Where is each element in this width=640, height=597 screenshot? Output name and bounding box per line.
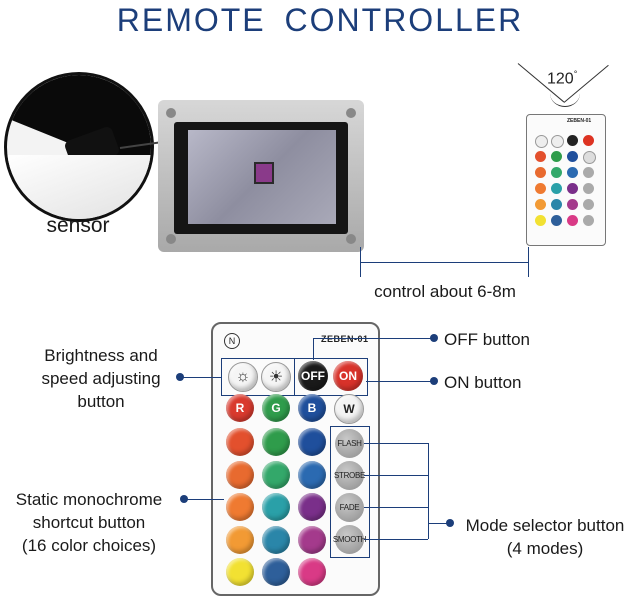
color-button-r3-c1[interactable] [226, 493, 254, 521]
off-callout-line [313, 338, 433, 339]
mode-callout-line [428, 523, 450, 524]
on-callout-dot [430, 377, 438, 385]
angle-arc [550, 80, 580, 107]
brightness-callout-label: Brightness and speed adjusting button [41, 346, 161, 411]
static-callout-line [184, 499, 224, 500]
remote-brand: ZEBEN-01 [321, 334, 369, 344]
off-callout-vertical [313, 338, 314, 360]
flood-light [158, 100, 364, 252]
mode-group [330, 426, 370, 558]
green-button[interactable]: G [262, 394, 290, 422]
color-button-r2-c1[interactable] [226, 460, 254, 489]
distance-line-right [528, 247, 529, 277]
angle-value: 120 [547, 70, 574, 88]
flash-button[interactable]: FLASH [335, 429, 364, 458]
mode-callout-label: Mode selector button (4 modes) [465, 516, 625, 558]
color-button-r4-c1[interactable] [226, 525, 254, 554]
small-remote: ZEBEN-01 [526, 114, 606, 246]
sensor-label: sensor [46, 214, 110, 237]
sun-icon: ☼ [235, 368, 251, 385]
mode-callout-dot [446, 519, 454, 527]
brightness-callout-line [180, 377, 221, 378]
distance-label: control about 6-8m [374, 282, 516, 301]
power-group [294, 358, 368, 396]
color-button-r4-c2[interactable] [262, 525, 290, 554]
page-title: REMOTE CONTROLLER [116, 2, 524, 38]
sun-icon: ☀ [268, 369, 284, 386]
brightness-down-button[interactable]: ☀ [261, 362, 291, 392]
angle-unit: ° [573, 69, 578, 79]
smooth-button[interactable]: SMOOTH [333, 525, 366, 554]
red-button[interactable]: R [226, 394, 254, 422]
color-button-r5-c2[interactable] [262, 558, 290, 586]
off-callout-dot [430, 334, 438, 342]
angle-label: 120° [547, 69, 577, 88]
blue-button[interactable]: B [298, 394, 326, 422]
mode-callout-h3 [364, 507, 428, 508]
fade-button[interactable]: FADE [335, 493, 364, 522]
on-button[interactable]: ON [333, 361, 363, 391]
strobe-button[interactable]: STROBE [334, 461, 365, 490]
color-button-r3-c3[interactable] [298, 493, 326, 521]
on-callout-line [366, 381, 434, 382]
small-remote-brand: ZEBEN-01 [567, 118, 592, 124]
mode-callout-h4 [364, 539, 428, 540]
color-button-r1-c3[interactable] [298, 428, 326, 456]
remote-logo-icon: N [224, 333, 240, 349]
color-button-r1-c1[interactable] [226, 428, 254, 456]
color-button-r5-c1[interactable] [226, 558, 254, 586]
color-button-r2-c2[interactable] [262, 460, 290, 489]
mode-callout-h1 [364, 443, 428, 444]
mode-callout-h2 [364, 475, 428, 476]
off-callout-label: OFF button [444, 330, 530, 349]
static-callout-label: Static monochrome shortcut button (16 co… [15, 490, 163, 555]
color-button-r1-c2[interactable] [262, 428, 290, 456]
on-callout-label: ON button [444, 373, 522, 392]
brightness-callout-dot [176, 373, 184, 381]
color-button-r2-c3[interactable] [298, 460, 326, 489]
color-button-r3-c2[interactable] [262, 493, 290, 521]
static-callout-dot [180, 495, 188, 503]
color-button-r5-c3[interactable] [298, 558, 326, 586]
brightness-up-button[interactable]: ☼ [228, 362, 258, 392]
distance-line [360, 262, 528, 263]
white-button[interactable]: W [334, 394, 364, 424]
mode-callout-vertical [428, 443, 429, 539]
color-button-r4-c3[interactable] [298, 525, 326, 554]
off-button[interactable]: OFF [298, 361, 328, 391]
